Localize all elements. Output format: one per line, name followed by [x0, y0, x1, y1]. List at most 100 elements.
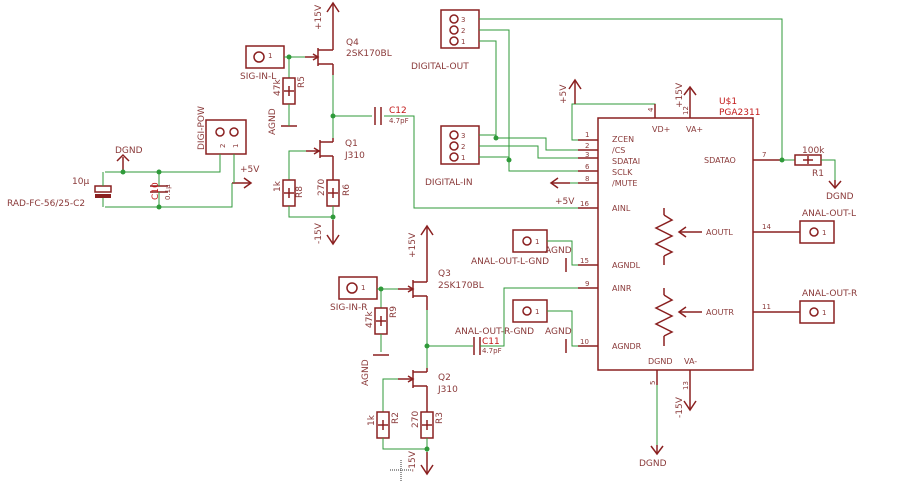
r8-name: R8	[295, 186, 305, 198]
r5-name: R5	[297, 76, 307, 88]
digital-out-pin-1: 1	[461, 38, 465, 46]
agnd-label-lower: AGND	[361, 359, 371, 386]
digi-pow-pin-1: 1	[232, 144, 240, 148]
dgnd-label-left: DGND	[115, 146, 143, 156]
q3-value: 2SK170BL	[438, 281, 484, 291]
u1-pin-13-num: 13	[682, 381, 690, 390]
q3-rail-label: +15V	[408, 232, 418, 258]
r3-resistor	[420, 411, 434, 439]
c-electrolytic	[94, 185, 112, 198]
r6-name: R6	[342, 184, 352, 196]
digi-pow-label: DIGI-POW	[197, 106, 207, 150]
r9-resistor	[374, 307, 388, 335]
sig-in-r-pin: 1	[361, 284, 365, 292]
mute-pullup-arrow	[549, 177, 570, 189]
plus5v-label-top: +5V	[559, 84, 569, 104]
anal-out-l-gnd-pin: 1	[535, 238, 539, 246]
r2-value: 1k	[367, 414, 377, 426]
plus15v-rail-q3	[420, 224, 434, 262]
agnd-label-r: AGND	[545, 327, 572, 337]
u1-pin-cs: /CS	[612, 146, 625, 155]
q4-jfet-symbol	[305, 28, 334, 75]
u1-pin-sdatai: SDATAI	[612, 157, 640, 166]
dgnd-symbol-left	[116, 153, 130, 172]
dgnd-symbol-right	[828, 180, 842, 190]
u1-pin-sdatao: SDATAO	[704, 156, 736, 165]
u1-value: PGA2311	[719, 108, 760, 118]
u1-pin-5-num: 5	[649, 381, 657, 385]
u1-attenuator-right	[654, 288, 702, 346]
u1-pin-sclk: SCLK	[612, 168, 633, 177]
r2-name: R2	[391, 412, 401, 424]
digital-in-label: DIGITAL-IN	[425, 178, 473, 188]
minus15v-rail-u1	[683, 385, 697, 412]
u1-pin-mute: /MUTE	[612, 179, 637, 188]
digital-in-pin-1: 1	[461, 154, 465, 162]
u1-pin-agndl: AGNDL	[612, 261, 641, 270]
u1-pin-15-num: 15	[580, 257, 589, 265]
r5-value: 47k	[273, 79, 283, 96]
c12-capacitor	[374, 107, 382, 125]
u1-pin-4-num: 4	[647, 107, 655, 112]
c11-name: C11	[482, 337, 500, 347]
r5-resistor	[282, 77, 296, 105]
u1-pin-6-num: 6	[585, 163, 590, 171]
c12-name: C12	[389, 106, 407, 116]
u1-pin-8-num: 8	[585, 175, 589, 183]
u1-pin-zcen: ZCEN	[612, 135, 634, 144]
plus15v-rail-q4	[326, 1, 340, 28]
digital-out-pin-3: 3	[461, 16, 465, 24]
digital-out-label: DIGITAL-OUT	[411, 62, 469, 72]
q2-name: Q2	[438, 373, 451, 383]
digital-in-connector: 3 2 1	[440, 125, 480, 165]
anal-out-l-connector: 1	[799, 220, 835, 244]
u1-minus15v-label: -15V	[675, 396, 685, 418]
r6-value: 270	[317, 179, 327, 196]
u1-pin-2-num: 2	[585, 142, 589, 150]
u1-pin-16-num: 16	[580, 200, 589, 208]
u1-name: U$1	[719, 97, 737, 107]
plus5v-label-left: +5V	[240, 165, 260, 175]
q3-jfet-symbol	[398, 262, 428, 310]
q1-name: Q1	[345, 139, 358, 149]
minus15v-rail-q2	[420, 452, 434, 476]
u1-pin-vaplus: VA+	[686, 125, 703, 134]
u1-plus15v-label: +15V	[675, 82, 685, 108]
r3-name: R3	[435, 412, 445, 424]
plus5v-arrow-left	[232, 177, 253, 189]
u1-pin-10-num: 10	[580, 338, 589, 346]
q4-rail-label: +15V	[314, 4, 324, 30]
anal-out-r-pin: 1	[822, 309, 826, 317]
u1-pin-agndr: AGNDR	[612, 342, 642, 351]
u1-pin-11-num: 11	[762, 303, 771, 311]
r2-resistor	[376, 411, 390, 439]
minus15v-rail-q1	[326, 220, 340, 246]
plus5v-label-ainl: +5V	[555, 197, 575, 207]
anal-out-r-gnd-label: ANAL-OUT-R-GND	[455, 327, 534, 337]
digital-in-pin-3: 3	[461, 132, 465, 140]
q4-name: Q4	[346, 38, 359, 48]
r1-name: R1	[812, 169, 824, 179]
anal-out-r-gnd-connector: 1	[512, 299, 548, 323]
c10-name: C10	[151, 182, 161, 200]
q1-value: J310	[344, 151, 365, 161]
u1-pin-12-num: 12	[682, 106, 690, 115]
u1-pin-aoutl: AOUTL	[706, 228, 733, 237]
q3-name: Q3	[438, 269, 451, 279]
r1-resistor	[794, 154, 822, 166]
u1-left-pins	[578, 139, 598, 347]
u1-pin-7-num: 7	[762, 151, 766, 159]
r9-name: R9	[389, 306, 399, 318]
digital-out-pin-2: 2	[461, 27, 465, 35]
crosshair-cursor-icon	[390, 460, 412, 482]
r9-value: 47k	[365, 311, 375, 328]
q2-rail-label: -15V	[408, 450, 418, 472]
q1-jfet-symbol	[306, 138, 334, 180]
q2-value: J310	[437, 385, 458, 395]
c-elec-value: 10µ	[72, 177, 89, 187]
c12-value: 4.7pF	[389, 117, 409, 125]
plus15v-rail-u1	[683, 85, 697, 104]
u1-pin-9-num: 9	[585, 280, 589, 288]
c11-capacitor	[473, 337, 481, 355]
